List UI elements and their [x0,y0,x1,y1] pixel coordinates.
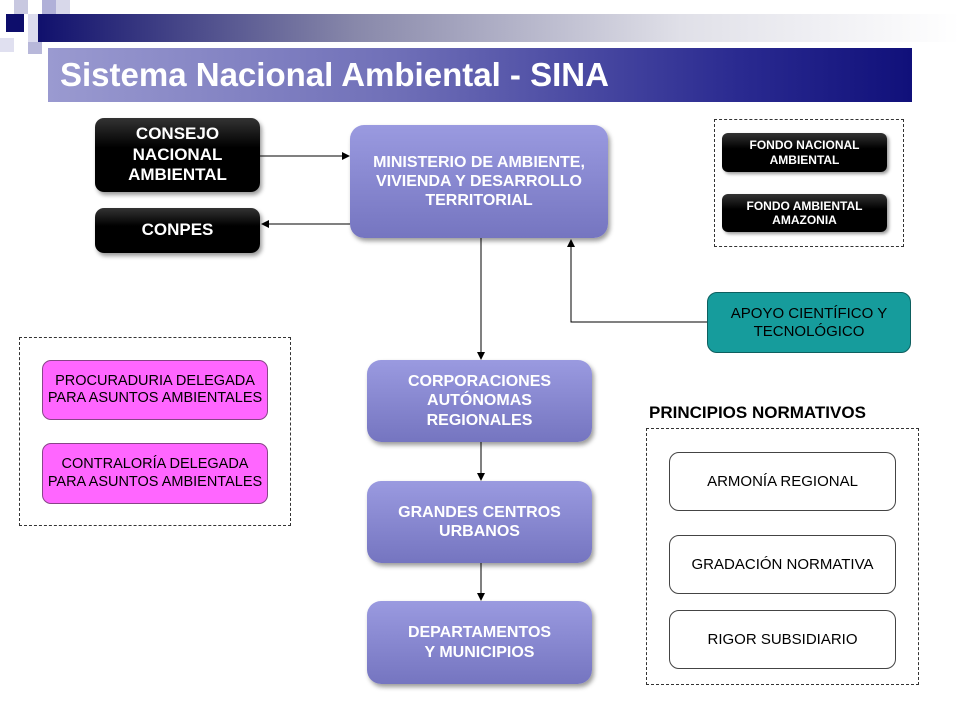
departamentos-box: DEPARTAMENTOS Y MUNICIPIOS [367,601,592,684]
principios-title: PRINCIPIOS NORMATIVOS [649,403,866,422]
fondos-group [714,119,904,247]
corporaciones-box: CORPORACIONES AUTÓNOMAS REGIONALES [367,360,592,442]
contraloria-box: CONTRALORÍA DELEGADA PARA ASUNTOS AMBIEN… [42,443,268,504]
principio-item: GRADACIÓN NORMATIVA [669,535,896,594]
page-title: Sistema Nacional Ambiental - SINA [48,48,912,102]
consejo-nacional-ambiental-box: CONSEJO NACIONAL AMBIENTAL [95,118,260,192]
ministerio-box: MINISTERIO DE AMBIENTE, VIVIENDA Y DESAR… [350,125,608,238]
principios-group [646,428,919,685]
conpes-box: CONPES [95,208,260,253]
fondo-nacional-box: FONDO NACIONAL AMBIENTAL [722,133,887,172]
procuraduria-box: PROCURADURIA DELEGADA PARA ASUNTOS AMBIE… [42,360,268,420]
grandes-centros-box: GRANDES CENTROS URBANOS [367,481,592,563]
principio-item: ARMONÍA REGIONAL [669,452,896,511]
arrow-apoyo-ministerio [567,239,707,323]
fondo-amazonia-box: FONDO AMBIENTAL AMAZONIA [722,194,887,232]
header-gradient-bar [30,14,960,42]
principio-item: RIGOR SUBSIDIARIO [669,610,896,669]
control-group [19,337,291,526]
apoyo-cientifico-box: APOYO CIENTÍFICO Y TECNOLÓGICO [707,292,911,353]
